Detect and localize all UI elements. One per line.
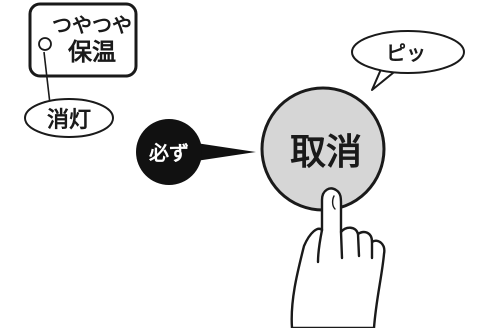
must-instruction: 必ず — [136, 119, 256, 185]
must-badge — [136, 119, 202, 185]
hand-finger-crease-1 — [339, 230, 344, 260]
light-off-callout: 消灯 — [24, 51, 114, 138]
hand-shape — [290, 187, 386, 328]
fingernail — [331, 195, 336, 210]
hand-finger-crease-2 — [356, 232, 361, 258]
keep-warm-button-frame — [28, 2, 138, 78]
hand-thumb-crease — [316, 228, 324, 264]
light-off-leader-line — [43, 51, 51, 105]
keep-warm-label-line2: 保温 — [67, 38, 116, 66]
must-badge-label: 必ず — [148, 141, 189, 165]
beep-speech-bubble: ピッ — [351, 30, 465, 91]
keep-warm-indicator-lamp-icon — [38, 37, 52, 51]
light-off-bubble — [24, 98, 114, 138]
keep-warm-button[interactable]: つやつや 保温 — [28, 2, 138, 78]
must-arrow-icon — [196, 143, 256, 161]
cancel-button[interactable]: 取消 — [260, 86, 386, 212]
beep-bubble-body — [351, 30, 465, 74]
light-off-label: 消灯 — [47, 108, 91, 133]
beep-label: ピッ — [386, 41, 426, 65]
keep-warm-label-line1: つやつや — [52, 13, 132, 37]
pressing-hand-icon — [290, 187, 386, 328]
cancel-button-label: 取消 — [290, 132, 362, 173]
